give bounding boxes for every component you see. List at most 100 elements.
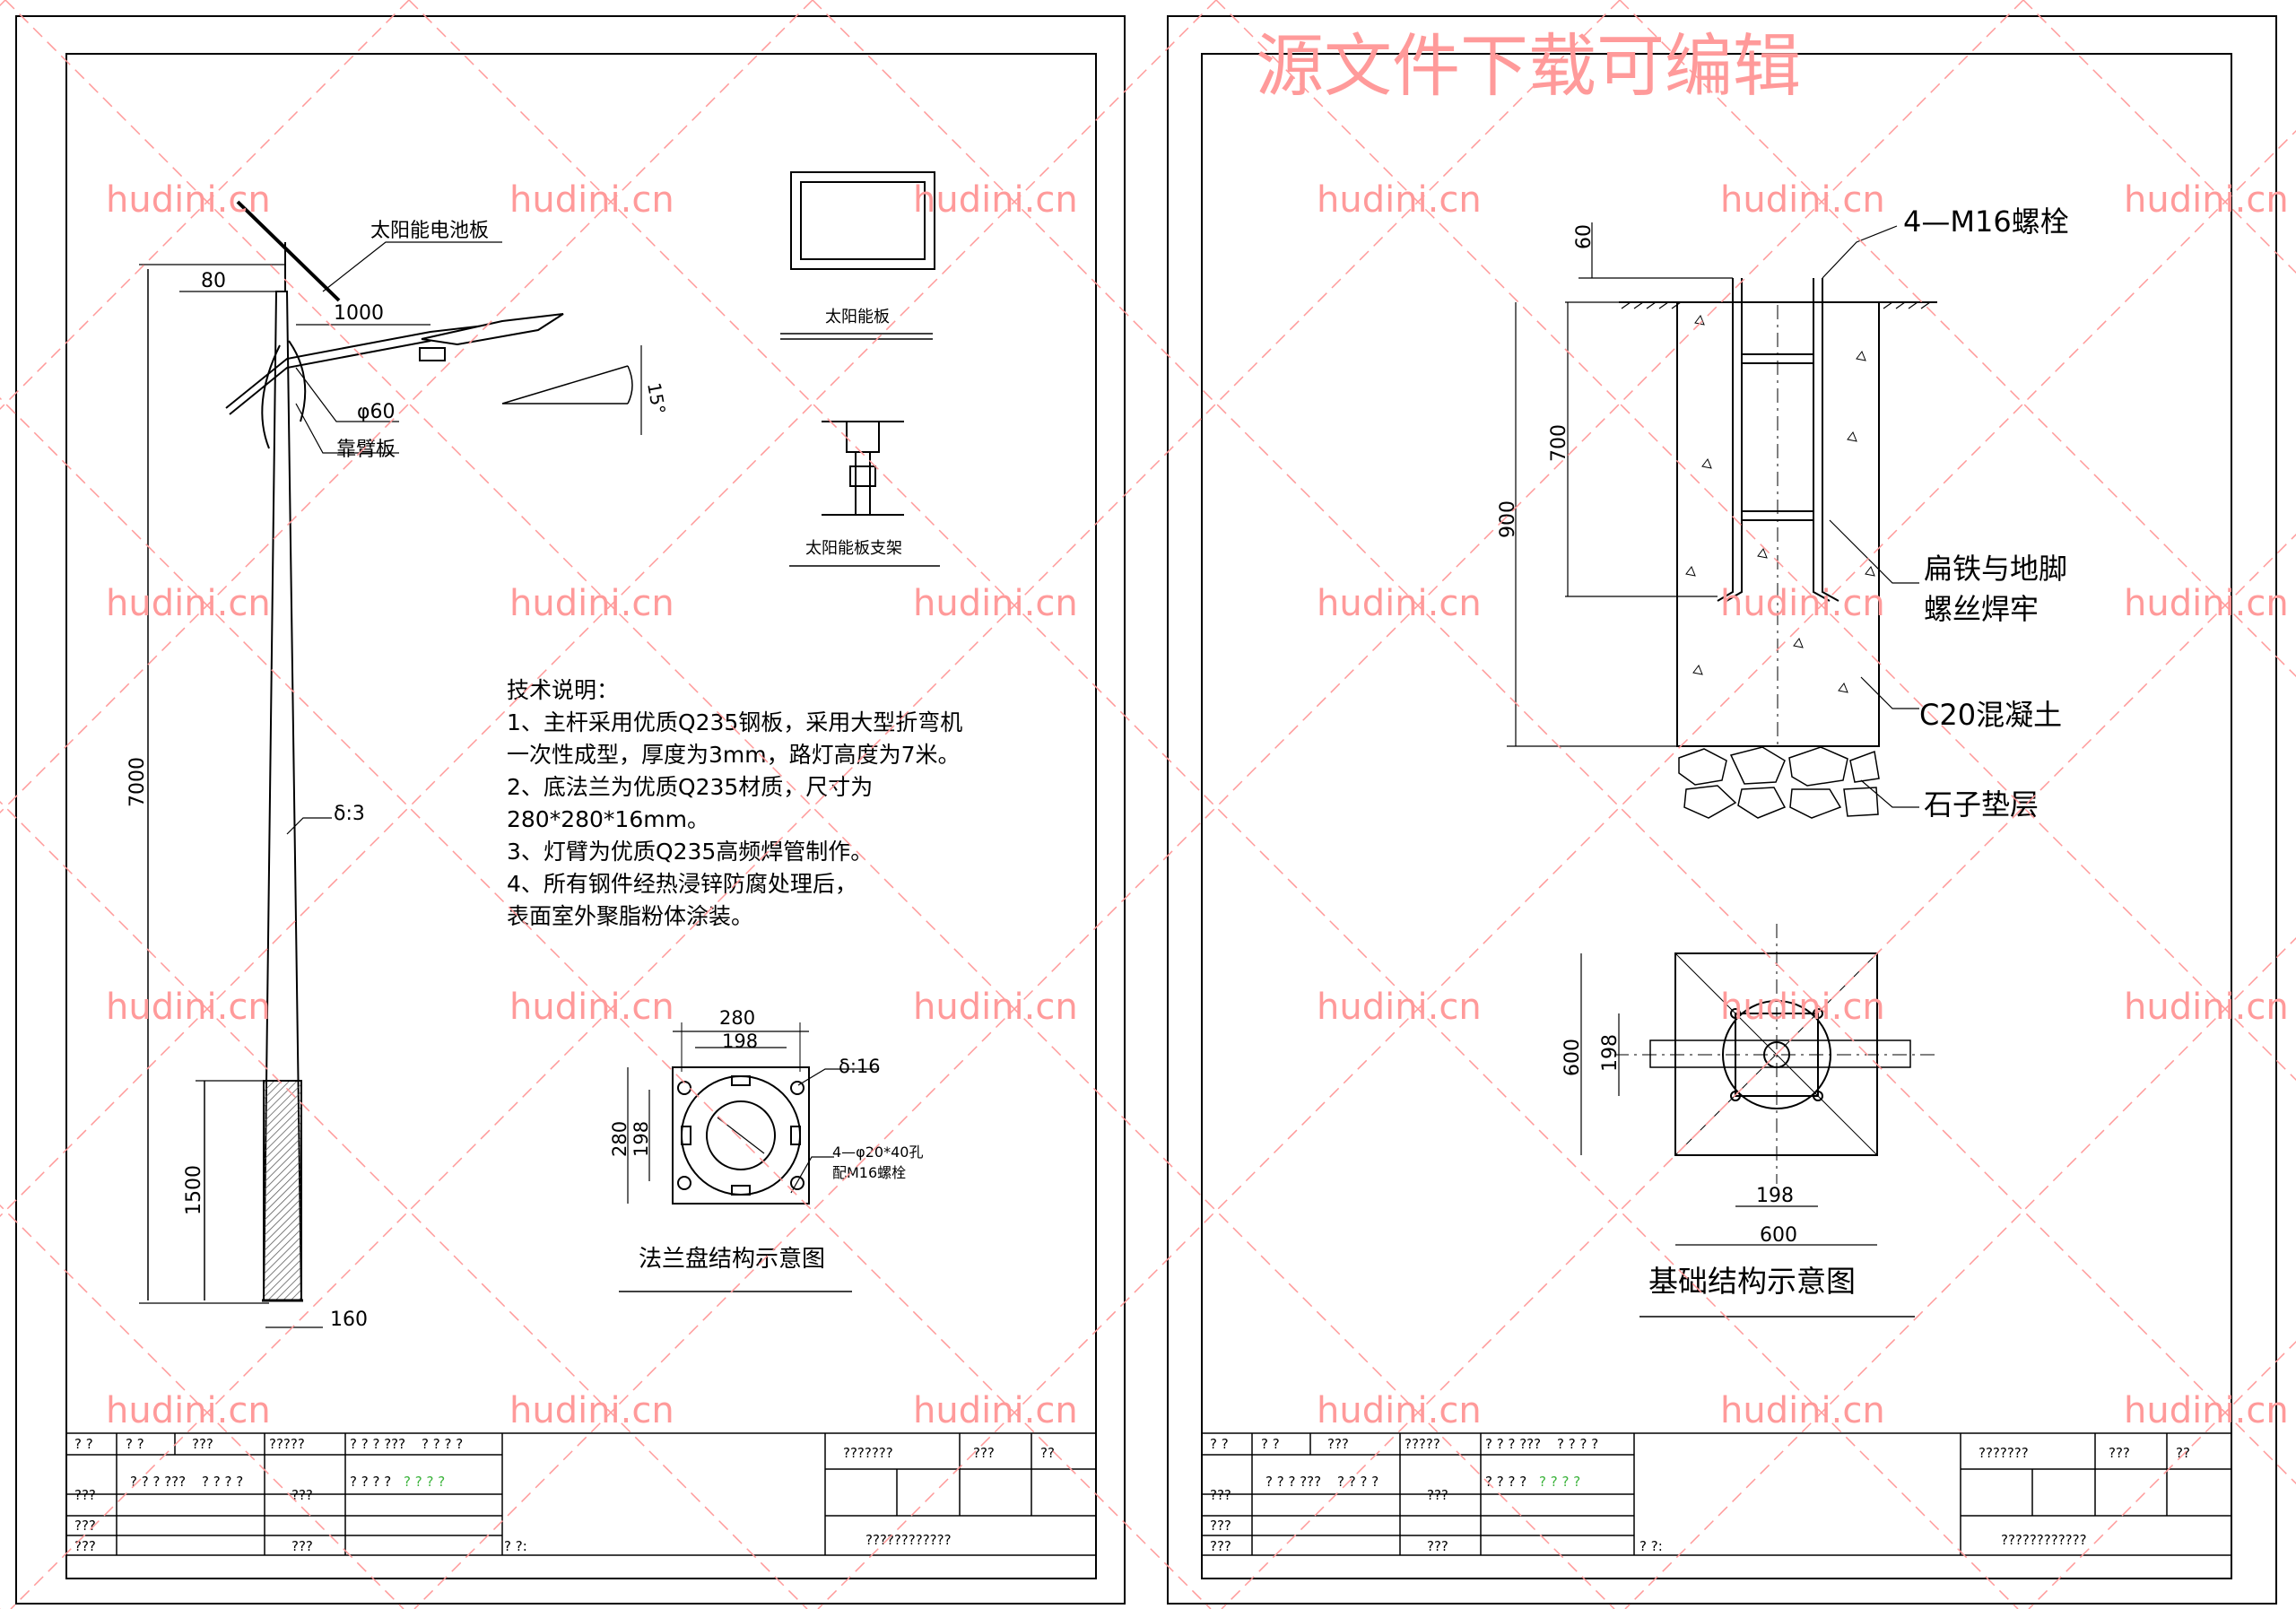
solar-panel [236,200,341,302]
label-flange-280-side: 280 [609,1121,631,1157]
watermark-line [413,0,2024,1609]
left-sheet-inner [65,53,1097,1579]
watermark-text: hudini.cn [2124,583,2289,624]
label-concrete: C20混凝土 [1919,698,2062,732]
watermark-line [4,0,1615,1609]
watermark-text: hudini.cn [106,987,271,1028]
flange-hole-1 [677,1081,691,1095]
banner-text: 源文件下载可编辑 [1256,26,1801,106]
arm-angle-detail: 15° [501,345,670,435]
tb-r-r3-0: ??? [1210,1518,1231,1534]
tb-l-r2-4: ? ? ? ? [350,1474,391,1490]
tb-r-r2-0: ??? [1210,1487,1231,1503]
watermark-text: hudini.cn [1317,583,1482,624]
label-dim-1500: 1500 [183,1165,205,1215]
flange-rib-bottom [731,1185,751,1196]
plan-bolt-2 [1813,1008,1823,1019]
leader-solar [322,241,502,292]
watermark-line [2022,0,2296,274]
lamp-head [421,313,564,346]
tb-r-r1-2: ??? [1327,1436,1349,1452]
watermark-text: hudini.cn [1317,1390,1482,1431]
watermark-line [817,129,2296,1609]
label-dim-60: 60 [1573,224,1596,249]
watermark-text: hudini.cn [509,1390,674,1431]
tb-l-r1-4: ? ? ? ??? [350,1436,405,1452]
foundation-section [1507,222,1937,819]
label-dim-900: 900 [1497,500,1519,538]
tb-l-r1r-0: ??????? [843,1445,893,1461]
watermark-text: hudini.cn [106,179,271,221]
title-block-left: ? ? ? ? ??? ????? ? ? ? ??? ? ? ? ? ????… [65,1432,1097,1556]
leader-concrete [1860,676,1919,709]
tb-r-r1r-2: ?? [2176,1445,2190,1461]
watermark-line [0,0,813,814]
watermark-text: hudini.cn [509,583,674,624]
flange-hole-3 [677,1176,691,1190]
plan-labels: 600 198 198 600 基础结构示意图 [1561,1034,1856,1299]
watermark-text: hudini.cn [106,583,271,624]
label-plan-600-side: 600 [1561,1039,1584,1076]
label-plan-198-side: 198 [1599,1034,1622,1072]
gravel-layer [1678,746,1880,819]
label-flange-280-top: 280 [719,1007,755,1029]
flange-labels: 280 198 280 198 δ:16 4—φ20*40孔 配M16螺栓 法兰… [609,1007,923,1273]
note-line-5: 3、灯臂为优质Q235高频焊管制作。 [507,839,873,865]
tb-l-r2-2: ? ? ? ? [202,1474,243,1490]
watermark-line [408,0,2019,1609]
tb-r-r1-3: ????? [1405,1436,1440,1452]
watermark-line [1221,533,2296,1609]
note-line-0: 技术说明： [507,677,619,703]
flange-caption: 法兰盘结构示意图 [639,1246,825,1273]
watermark-text: hudini.cn [913,1390,1078,1431]
tb-l-r1-2: ??? [192,1436,213,1452]
leader-phi60 [295,367,399,422]
flange-rib-right [790,1126,801,1145]
label-plan-198-bottom: 198 [1756,1185,1794,1207]
tb-r-r2-4: ? ? ? ? [1485,1474,1526,1490]
tb-r-r4-0: ??? [1210,1538,1231,1554]
label-hole-note-2: 配M16螺栓 [832,1164,906,1181]
left-sheet-outer [15,15,1126,1605]
watermark-line [0,800,808,1609]
ground-hatch [1621,301,1931,309]
watermark-text: hudini.cn [509,179,674,221]
tb-r-r1-5: ? ? ? ? [1557,1436,1598,1452]
leader-gravel [1860,779,1919,808]
sheet-frames [15,15,2277,1605]
watermark-line [0,1204,404,1609]
concrete-speckle [1685,314,1875,693]
anchor-bolt-right-2 [1822,278,1839,602]
tb-r-r1r-0: ??????? [1979,1445,2029,1461]
label-bolts: 4—M16螺栓 [1903,204,2069,239]
bracket-caption: 太阳能板支架 [805,539,902,558]
tb-l-r4-1: ??? [291,1538,313,1554]
pole-labels: 太阳能电池板 80 1000 φ60 靠臂板 7000 δ:3 1500 160 [126,220,489,1331]
label-dim-1000: 1000 [334,302,384,325]
watermark-line [2028,1340,2296,1609]
tb-l-r2-0: ??? [74,1487,96,1503]
label-dim-700: 700 [1548,424,1570,462]
bracket-stem [855,451,871,516]
watermark-text: hudini.cn [2124,987,2289,1028]
tb-r-r2-3: ??? [1427,1487,1448,1503]
tb-l-r4-0: ??? [74,1538,96,1554]
right-sheet-outer [1167,15,2277,1605]
plan-bolt-1 [1730,1008,1741,1019]
watermark-line [0,0,6,7]
solar-panel-detail: 太阳能板 [780,171,935,340]
tb-l-r3-0: ??? [74,1518,96,1534]
foundation-plan [1580,924,1937,1318]
watermark-text: hudini.cn [1317,987,1482,1028]
flange-rib-top [731,1075,751,1086]
tb-r-r2-1: ? ? ? ??? [1265,1474,1321,1490]
tb-l-r4-2: ? ?: [504,1538,527,1554]
tb-l-r1r-1: ??? [973,1445,995,1461]
lamp-arm-lower [229,340,431,415]
tb-l-r1-5: ? ? ? ? [422,1436,463,1452]
anchor-bolt-left-2 [1726,278,1743,602]
panel-outer [790,171,935,270]
panel-caption: 太阳能板 [825,308,890,326]
